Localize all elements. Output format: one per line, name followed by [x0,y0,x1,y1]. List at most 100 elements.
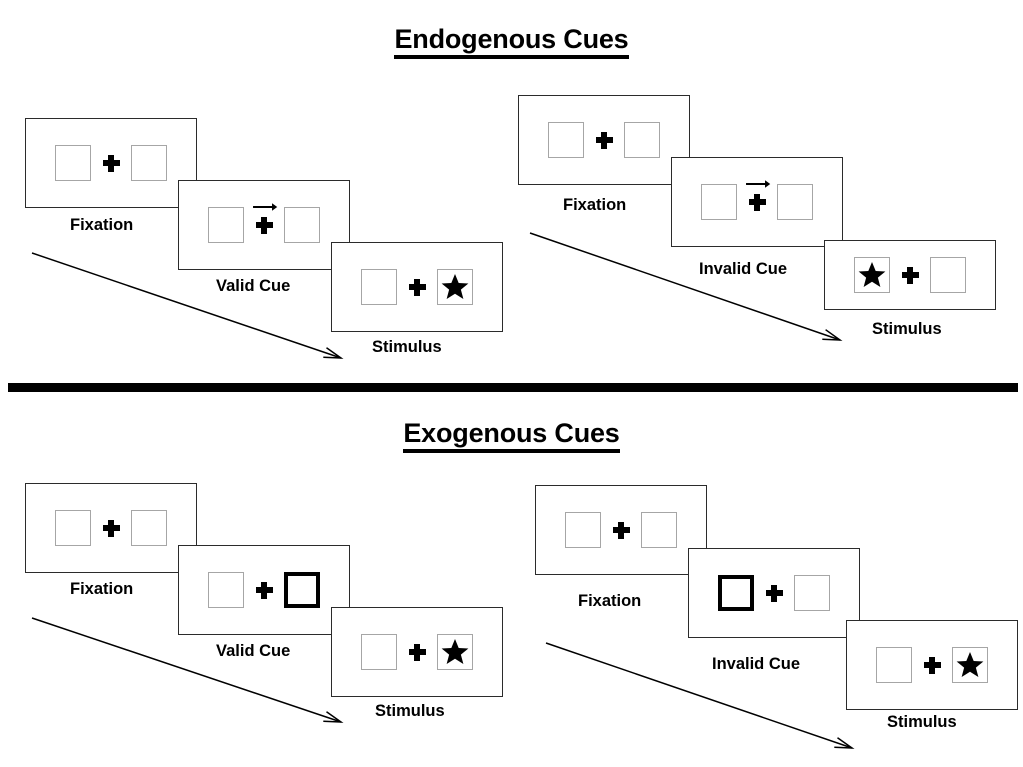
trial-display [825,241,995,309]
section-title-endogenous: Endogenous Cues [0,24,1023,60]
placeholder-box [548,122,584,158]
plus-icon [923,656,941,674]
placeholder-box [284,207,320,243]
star-icon [857,260,887,290]
plus-icon [748,193,766,211]
display-row [55,141,167,185]
frame-caption: Stimulus [375,702,445,720]
trial-frame-exogenous-invalid-2 [846,620,1018,710]
fixation-area [912,643,952,687]
display-row [701,180,813,224]
section-title-exogenous: Exogenous Cues [0,418,1023,454]
trial-display [26,484,196,572]
cued-placeholder-box [718,575,754,611]
fixation-area [737,180,777,224]
trial-display [332,608,502,696]
star-icon [440,637,470,667]
placeholder-box [208,207,244,243]
trial-frame-exogenous-valid-2 [331,607,503,697]
fixation-area [584,118,624,162]
placeholder-box [437,634,473,670]
placeholder-box [437,269,473,305]
section-title-exogenous-text: Exogenous Cues [403,418,620,454]
star-icon [955,650,985,680]
placeholder-box [952,647,988,683]
time-arrow-icon [532,629,866,762]
display-row [854,253,966,297]
placeholder-box [641,512,677,548]
display-row [55,506,167,550]
frame-caption: Stimulus [372,338,442,356]
plus-icon [408,643,426,661]
display-row [208,203,320,247]
trial-frame-exogenous-valid-1 [178,545,350,635]
placeholder-box [777,184,813,220]
placeholder-box [361,269,397,305]
frame-caption: Fixation [563,196,627,214]
plus-icon [102,519,120,537]
fixation-area [601,508,641,552]
trial-display [332,243,502,331]
plus-icon [612,521,630,539]
arrow-right-icon [745,178,771,190]
frame-caption: Valid Cue [216,277,291,295]
fixation-area [244,568,284,612]
trial-display [672,158,842,246]
fixation-area [397,265,437,309]
fixation-area [91,141,131,185]
placeholder-box [55,510,91,546]
display-row [361,630,473,674]
placeholder-box [361,634,397,670]
display-row [876,643,988,687]
trial-frame-endogenous-valid-2 [331,242,503,332]
fixation-area [890,253,930,297]
placeholder-box [208,572,244,608]
trial-display [847,621,1017,709]
display-row [361,265,473,309]
plus-icon [255,581,273,599]
display-row [548,118,660,162]
trial-display [689,549,859,637]
plus-icon [102,154,120,172]
trial-display [179,546,349,634]
fixation-area [754,571,794,615]
fixation-area [91,506,131,550]
placeholder-box [701,184,737,220]
placeholder-box [131,510,167,546]
trial-frame-exogenous-invalid-1 [688,548,860,638]
frame-caption: Fixation [70,216,134,234]
section-title-endogenous-text: Endogenous Cues [394,24,629,60]
frame-caption: Fixation [578,592,642,610]
frame-caption: Invalid Cue [712,655,801,673]
trial-frame-exogenous-invalid-0 [535,485,707,575]
placeholder-box [565,512,601,548]
placeholder-box [930,257,966,293]
plus-icon [595,131,613,149]
placeholder-box [794,575,830,611]
placeholder-box [876,647,912,683]
trial-frame-endogenous-valid-0 [25,118,197,208]
plus-icon [765,584,783,602]
placeholder-box [131,145,167,181]
frame-caption: Stimulus [872,320,942,338]
trial-frame-endogenous-valid-1 [178,180,350,270]
trial-frame-endogenous-invalid-1 [671,157,843,247]
trial-display [26,119,196,207]
plus-icon [255,216,273,234]
trial-display [536,486,706,574]
placeholder-box [624,122,660,158]
frame-caption: Stimulus [887,713,957,731]
plus-icon [901,266,919,284]
placeholder-box [55,145,91,181]
frame-caption: Fixation [70,580,134,598]
star-icon [440,272,470,302]
trial-display [179,181,349,269]
cued-placeholder-box [284,572,320,608]
frame-caption: Invalid Cue [699,260,788,278]
plus-icon [408,278,426,296]
fixation-area [397,630,437,674]
trial-frame-endogenous-invalid-2 [824,240,996,310]
frame-caption: Valid Cue [216,642,291,660]
placeholder-box [854,257,890,293]
display-row [208,568,320,612]
